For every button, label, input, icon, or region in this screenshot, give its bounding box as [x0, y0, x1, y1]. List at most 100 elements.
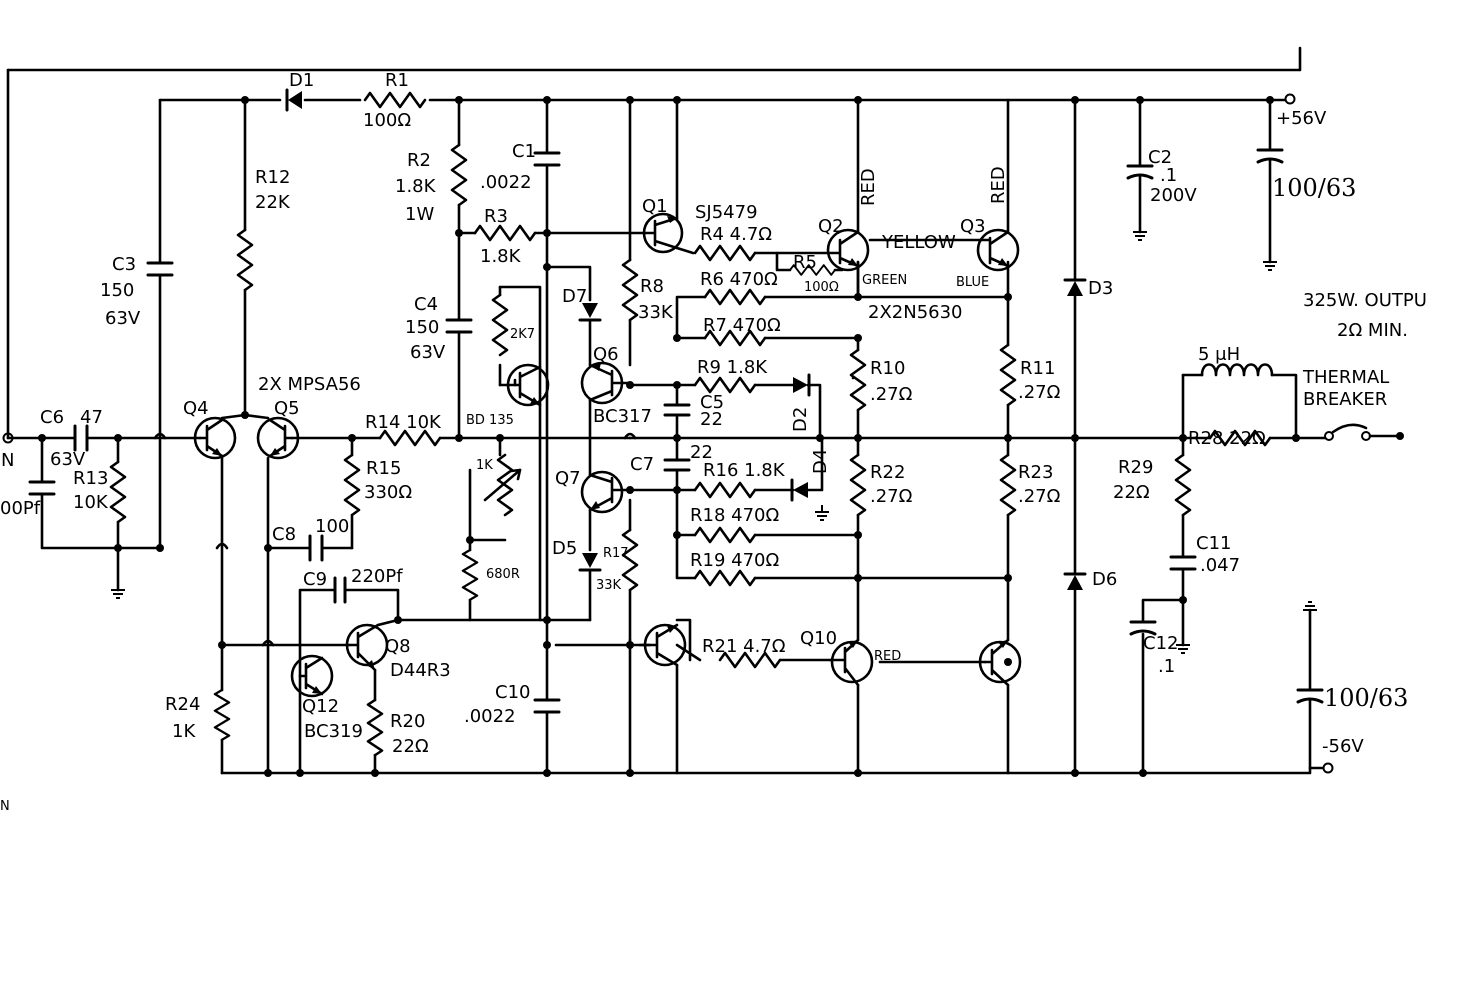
resistor-r24	[213, 688, 231, 742]
diode-d7	[578, 303, 602, 322]
label-q5: Q5	[274, 398, 300, 419]
label-d6: D6	[1092, 569, 1117, 590]
ground-bulk-neg	[1303, 601, 1317, 611]
resistor-r19	[693, 569, 757, 587]
label-r16: R16 1.8K	[703, 460, 786, 481]
resistor-r14	[378, 429, 442, 447]
transistor-q9	[638, 623, 687, 667]
transistor-q5	[256, 416, 300, 460]
resistor-r13	[109, 460, 127, 524]
resistor-r3	[473, 224, 537, 242]
labels: D1 R1 100Ω R12 22K C3 150 63V R2 1.8K 1W…	[0, 70, 1427, 814]
label-680r: 680R	[486, 567, 520, 582]
transistor-bd135	[498, 363, 550, 407]
label-inductor: 5 μH	[1198, 344, 1240, 365]
label-q4: Q4	[183, 398, 209, 419]
label-c11-val: .047	[1200, 555, 1240, 576]
ground-r13	[111, 589, 125, 599]
label-q8-part: D44R3	[390, 660, 451, 681]
label-r29-val: 22Ω	[1113, 482, 1150, 503]
terminal-neg	[1322, 762, 1334, 774]
label-r23-val: .27Ω	[1018, 486, 1061, 507]
capacitor-c6	[73, 424, 89, 452]
junctions	[38, 96, 1404, 777]
label-r9: R9 1.8K	[697, 357, 768, 378]
label-c4-v: 63V	[410, 342, 446, 363]
label-r17: R17	[603, 546, 629, 561]
capacitor-c1	[533, 151, 561, 167]
ground-c2	[1133, 231, 1147, 241]
label-r5: R5	[793, 252, 817, 273]
resistor-r2	[450, 143, 468, 207]
capacitor-c10	[533, 698, 561, 714]
label-d3: D3	[1088, 278, 1113, 299]
label-c11: C11	[1196, 533, 1231, 554]
label-c6-val: 47	[80, 407, 103, 428]
label-c7: C7	[630, 454, 654, 475]
label-q12-part: BC319	[304, 721, 363, 742]
resistor-r1	[363, 91, 427, 109]
label-c2: C2	[1148, 147, 1172, 168]
label-c8: C8	[272, 524, 296, 545]
capacitors	[28, 148, 1324, 714]
label-output-impedance: 2Ω MIN.	[1337, 320, 1408, 341]
label-c7-val: 22	[690, 442, 713, 463]
label-q3-blue: BLUE	[956, 275, 989, 290]
label-bulk-pos: 100/63	[1272, 174, 1356, 202]
label-r13-val: 10K	[73, 492, 109, 513]
label-r2-val: 1.8K	[395, 176, 437, 197]
label-pos-rail: +56V	[1276, 108, 1327, 129]
label-c9-val: 220Pf	[351, 566, 403, 587]
label-q8: Q8	[385, 636, 411, 657]
label-r21: R21 4.7Ω	[702, 636, 786, 657]
resistor-r15	[343, 453, 361, 517]
resistor-2k7	[491, 293, 509, 357]
capacitor-c11	[1169, 555, 1197, 571]
transistor-q7	[580, 470, 632, 514]
label-r10-val: .27Ω	[870, 384, 913, 405]
transistor-q6	[580, 361, 632, 405]
transistor-q8	[345, 618, 400, 672]
transistor-q3	[868, 228, 1020, 272]
resistor-r16	[693, 481, 757, 499]
transistor-q1	[628, 212, 684, 254]
capacitor-bulk-pos	[1256, 148, 1284, 164]
label-q7: Q7	[555, 468, 581, 489]
transistor-q2	[753, 228, 870, 272]
label-r19: R19 470Ω	[690, 550, 779, 571]
label-r6: R6 470Ω	[700, 269, 778, 290]
label-d2: D2	[790, 407, 811, 432]
resistor-r20	[366, 698, 384, 757]
label-r1-val: 100Ω	[363, 110, 411, 131]
label-r22: R22	[870, 462, 905, 483]
label-r22-val: .27Ω	[870, 486, 913, 507]
label-q6-part: BC317	[593, 406, 652, 427]
transistor-q12	[290, 654, 334, 698]
label-q1-part: SJ5479	[695, 202, 758, 223]
transistors	[193, 212, 1022, 698]
label-c2-val: .1	[1160, 165, 1177, 186]
label-q2: Q2	[818, 216, 844, 237]
capacitor-c2	[1126, 164, 1154, 180]
capacitor-c3	[146, 261, 174, 277]
label-c5: C5	[700, 392, 724, 413]
label-c3-v: 63V	[105, 308, 141, 329]
transistor-q4	[193, 416, 237, 460]
label-c9: C9	[303, 569, 327, 590]
label-bd135: BD 135	[466, 413, 514, 428]
label-q10-red: RED	[874, 649, 901, 664]
ground-bulk-pos	[1263, 261, 1277, 271]
label-q3-red: RED	[988, 166, 1009, 204]
label-r11-val: .27Ω	[1018, 382, 1061, 403]
label-r23: R23	[1018, 462, 1053, 483]
label-r17-val: 33K	[596, 578, 622, 593]
inductor-5uh	[1200, 363, 1274, 377]
label-c3: C3	[112, 254, 136, 275]
label-q10: Q10	[800, 628, 837, 649]
label-d7: D7	[562, 286, 587, 307]
label-c10: C10	[495, 682, 530, 703]
resistor-r29	[1174, 453, 1192, 517]
label-d1: D1	[289, 70, 314, 91]
label-c4: C4	[414, 294, 438, 315]
capacitor-bulk-neg	[1296, 688, 1324, 704]
